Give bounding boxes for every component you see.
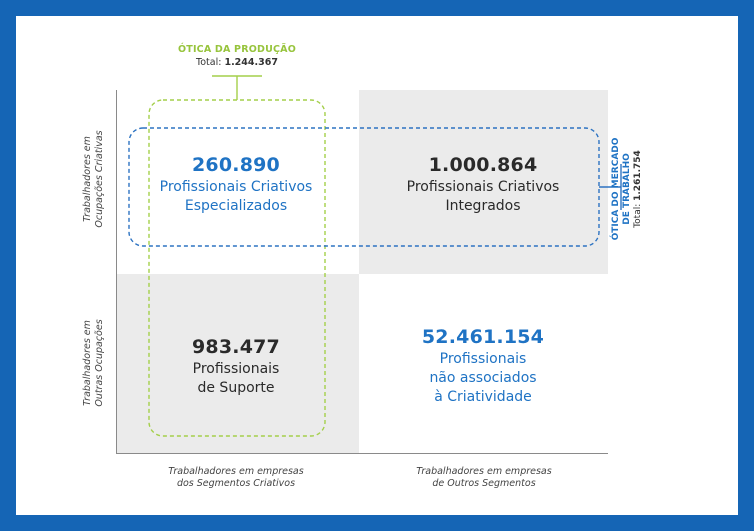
quadrant-top-right-bg [359, 90, 608, 274]
bottom-right-line1: Profissionais [439, 351, 527, 367]
y-label-top: Trabalhadores em Ocupações Criativas [82, 119, 108, 239]
x-label-right: Trabalhadores em empresas de Outros Segm… [404, 466, 564, 490]
mercado-total-label: Total: [633, 203, 643, 228]
mercado-title-line2: DE TRABALHO [622, 153, 632, 225]
bottom-right-value: 52.461.154 [421, 326, 545, 348]
mercado-total-value: 1.261.754 [633, 150, 643, 201]
x-label-left: Trabalhadores em empresas dos Segmentos … [156, 466, 316, 490]
top-left-line2: Especializados [184, 198, 288, 214]
mercado-total: Total: 1.261.754 [633, 134, 644, 244]
y-label-bottom-line1: Trabalhadores em [82, 320, 93, 406]
quadrant-top-left: 260.890 Profissionais Criativos Especial… [146, 154, 326, 216]
producao-total-label: Total: [196, 57, 222, 68]
x-axis-line [116, 453, 608, 454]
mercado-title-line1: ÓTICA DO MERCADO [611, 137, 621, 241]
bottom-left-value: 983.477 [192, 336, 280, 358]
x-label-right-line1: Trabalhadores em empresas [416, 466, 552, 477]
diagram-card: ÓTICA DA PRODUÇÃO Total: 1.244.367 ÓTICA… [16, 16, 738, 515]
top-left-line1: Profissionais Criativos [159, 179, 313, 195]
bottom-left-line2: de Suporte [197, 380, 275, 396]
quadrant-top-right: 1.000.864 Profissionais Criativos Integr… [383, 154, 583, 216]
producao-total: Total: 1.244.367 [162, 57, 312, 68]
bottom-right-line3: à Criatividade [434, 389, 532, 405]
bottom-right-line2: não associados [429, 370, 537, 386]
top-right-line1: Profissionais Criativos [406, 179, 560, 195]
producao-total-value: 1.244.367 [224, 57, 278, 68]
y-label-bottom-line2: Outras Ocupações [94, 319, 105, 407]
quadrant-bottom-right: 52.461.154 Profissionais não associados … [383, 326, 583, 407]
y-label-bottom: Trabalhadores em Outras Ocupações [82, 303, 108, 423]
x-label-right-line2: de Outros Segmentos [432, 478, 536, 489]
y-axis-line [116, 90, 117, 454]
x-label-left-line1: Trabalhadores em empresas [168, 466, 304, 477]
producao-title: ÓTICA DA PRODUÇÃO [177, 44, 297, 55]
overlay-svg [128, 75, 622, 437]
quadrant-bottom-left: 983.477 Profissionais de Suporte [146, 336, 326, 398]
mercado-label: ÓTICA DO MERCADO DE TRABALHO Total: 1.26… [611, 134, 651, 244]
top-right-line2: Integrados [445, 198, 521, 214]
bottom-left-line1: Profissionais [192, 361, 280, 377]
quadrant-bottom-left-bg [117, 274, 359, 454]
y-label-top-line2: Ocupações Criativas [94, 130, 105, 228]
top-right-value: 1.000.864 [428, 154, 538, 176]
mercado-dashed-box [128, 127, 600, 247]
x-label-left-line2: dos Segmentos Criativos [176, 478, 296, 489]
y-label-top-line1: Trabalhadores em [82, 136, 93, 222]
top-left-value: 260.890 [192, 154, 280, 176]
